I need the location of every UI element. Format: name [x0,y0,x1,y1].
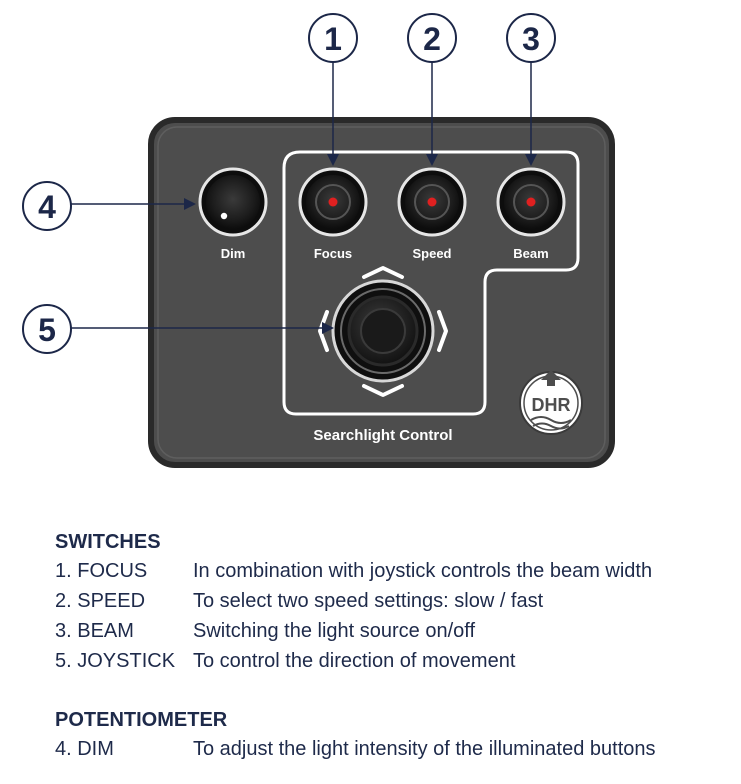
potentiometer-title: POTENTIOMETER [55,709,228,731]
legend-key: 5. JOYSTICK [55,650,176,672]
legend-key: 1. FOCUS [55,560,148,582]
legend-desc: In combination with joystick controls th… [193,560,653,582]
svg-text:2: 2 [423,21,441,57]
svg-text:1: 1 [324,21,342,57]
legend-desc: To select two speed settings: slow / fas… [193,590,544,612]
joystick-right-chevron-icon [437,310,448,352]
svg-text:3: 3 [522,21,540,57]
dhr-logo: DHR [519,370,583,435]
dim-label: Dim [221,246,246,261]
panel-title: Searchlight Control [313,427,452,444]
dim-knob[interactable] [198,167,268,237]
dim-indicator-dot [220,212,228,220]
legend-desc: Switching the light source on/off [193,620,476,642]
legend-key: 4. DIM [55,738,114,760]
joystick-up-chevron-icon [362,266,404,279]
focus-led [328,197,338,207]
legend-row-dim: 4. DIM To adjust the light intensity of … [55,734,741,764]
speed-button[interactable] [397,167,467,237]
speed-led [427,197,437,207]
joystick-down-chevron-icon [362,384,404,397]
legend-key: 2. SPEED [55,590,146,612]
beam-led [526,197,536,207]
joystick[interactable] [331,279,435,383]
beam-label: Beam [513,246,548,261]
legend-desc: To control the direction of movement [193,650,516,672]
callout-5: 5 [22,304,334,354]
searchlight-control-diagram: Dim Focus Speed Beam DHR [22,13,615,468]
speed-label: Speed [412,246,451,261]
callout-4: 4 [22,181,196,231]
legend-desc: To adjust the light intensity of the ill… [193,738,656,760]
control-frame-outline [282,150,580,416]
legend-row-speed: 2. SPEED To select two speed settings: s… [55,586,741,616]
dhr-logo-text: DHR [532,395,571,415]
legend-row-beam: 3. BEAM Switching the light source on/of… [55,616,741,646]
svg-text:5: 5 [38,312,56,348]
callout-1: 1 [308,13,358,166]
legend-row-focus: 1. FOCUS In combination with joystick co… [55,556,741,586]
callout-2: 2 [407,13,457,166]
legend-row-joystick: 5. JOYSTICK To control the direction of … [55,646,741,676]
joystick-left-chevron-icon [318,310,329,352]
beam-button[interactable] [496,167,566,237]
switches-title: SWITCHES [55,531,161,553]
legend: SWITCHES 1. FOCUS In combination with jo… [55,528,741,764]
legend-key: 3. BEAM [55,620,134,642]
callout-3: 3 [506,13,556,166]
focus-button[interactable] [298,167,368,237]
focus-label: Focus [314,246,352,261]
svg-text:4: 4 [38,189,56,225]
